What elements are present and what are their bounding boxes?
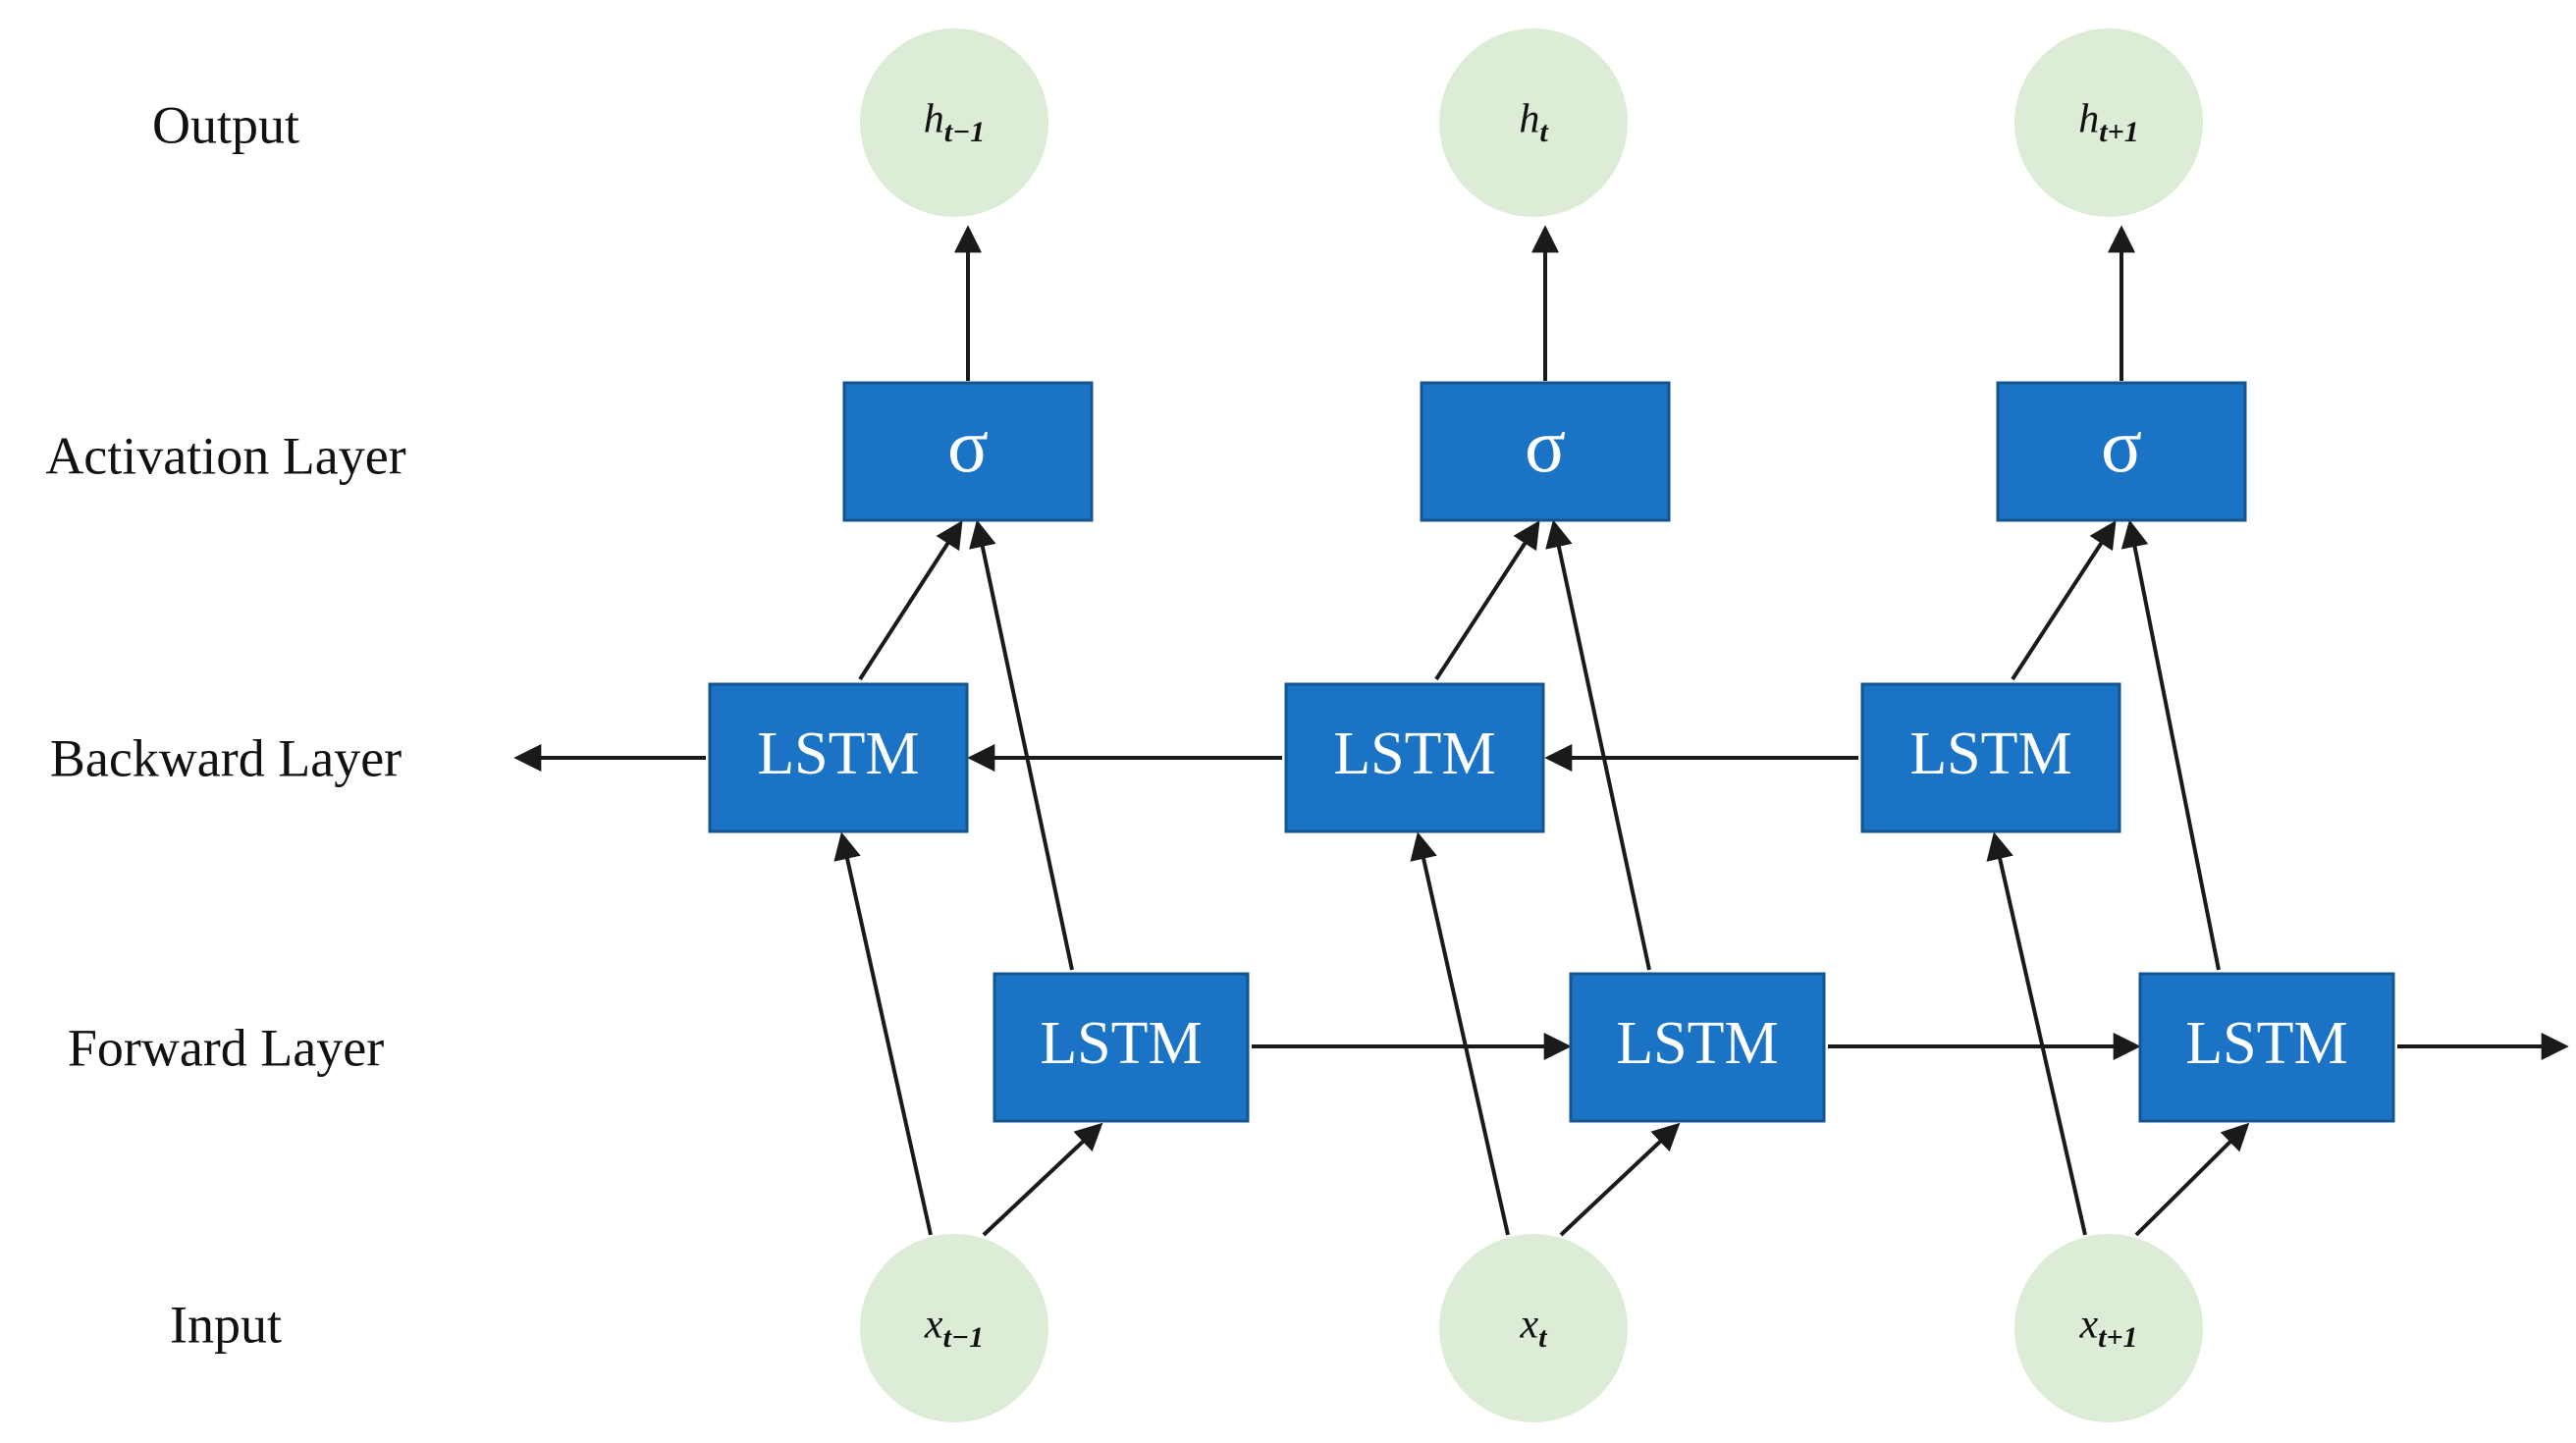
row-label-forward: Forward Layer [68, 1018, 384, 1077]
edge-edge-blstm2-sigma2 [1434, 520, 1540, 681]
forward-cell-label-forward-lstm-3: LSTM [2185, 1010, 2347, 1077]
row-label-backward: Backward Layer [50, 728, 402, 787]
activation-cell-label-sigma-t: σ [1525, 402, 1566, 488]
edge-edge-x2-flstm2 [1559, 1122, 1681, 1237]
forward-cell-forward-lstm-2[interactable] [1569, 972, 1826, 1123]
edge-edge-flstm1-sigma1 [969, 519, 1074, 971]
backward-cell-backward-lstm-2[interactable] [1284, 682, 1545, 833]
edge-edge-blstm3-sigma3 [2011, 520, 2117, 681]
forward-cell-forward-lstm-3[interactable] [2138, 972, 2395, 1123]
edge-edge-x1-flstm1 [982, 1122, 1103, 1237]
activation-cell-sigma-t-minus-1[interactable] [842, 381, 1094, 522]
input-node-x-t-plus-1[interactable] [2014, 1234, 2203, 1422]
edge-group [513, 225, 2569, 1237]
backward-cell-label-backward-lstm-1: LSTM [757, 721, 919, 787]
forward-cell-label-forward-lstm-2: LSTM [1616, 1010, 1778, 1077]
output-node-h-t[interactable] [1439, 28, 1628, 217]
edge-edge-x1-blstm1 [833, 831, 933, 1236]
output-node-h-t-plus-1[interactable] [2014, 28, 2203, 217]
activation-cell-sigma-t[interactable] [1420, 381, 1671, 522]
forward-cell-forward-lstm-1[interactable] [993, 972, 1250, 1123]
edge-edge-x3-blstm3 [1986, 831, 2087, 1236]
activation-cell-label-sigma-t-minus-1: σ [947, 402, 989, 488]
output-node-h-t-minus-1[interactable] [860, 28, 1048, 217]
backward-cell-backward-lstm-1[interactable] [708, 682, 969, 833]
row-label-input: Input [170, 1295, 282, 1354]
row-label-output: Output [152, 95, 299, 154]
row-label-activation: Activation Layer [45, 426, 405, 485]
edge-edge-x3-flstm3 [2134, 1122, 2250, 1237]
input-node-x-t[interactable] [1439, 1234, 1628, 1422]
edge-edge-flstm3-sigma3 [2120, 519, 2221, 971]
forward-cell-label-forward-lstm-1: LSTM [1040, 1010, 1202, 1077]
backward-cell-backward-lstm-3[interactable] [1860, 682, 2121, 833]
backward-cell-label-backward-lstm-2: LSTM [1333, 721, 1495, 787]
edge-edge-blstm1-sigma1 [858, 520, 963, 681]
activation-cell-label-sigma-t-plus-1: σ [2101, 402, 2142, 488]
input-node-x-t-minus-1[interactable] [860, 1234, 1048, 1422]
backward-cell-label-backward-lstm-3: LSTM [1909, 721, 2071, 787]
edge-edge-flstm2-sigma2 [1545, 519, 1651, 971]
activation-cell-sigma-t-plus-1[interactable] [1996, 381, 2247, 522]
edge-edge-x2-blstm2 [1410, 831, 1510, 1236]
